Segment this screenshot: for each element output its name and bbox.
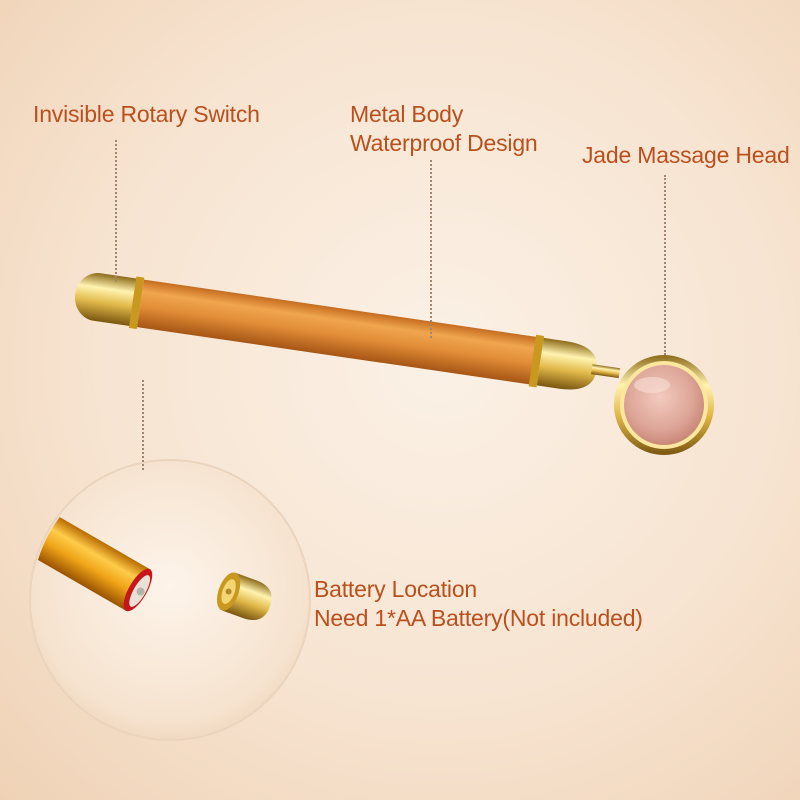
metal-body [137,279,540,385]
callout-line-jade-head [664,175,666,355]
jade-head [614,355,714,455]
label-battery-location: Battery Location [314,576,478,602]
massager-device [75,273,621,390]
callout-line-battery [142,380,144,470]
label-jade-head: Jade Massage Head [582,142,790,168]
battery-inset [29,459,311,741]
callout-line-rotary-switch [115,140,117,282]
callout-line-metal-body [430,160,432,338]
label-battery-requirement: Need 1*AA Battery(Not included) [314,605,643,631]
front-collar [536,337,597,390]
label-waterproof-design: Waterproof Design [350,130,538,156]
label-metal-body: Metal Body [350,101,464,127]
label-rotary-switch: Invisible Rotary Switch [33,101,260,127]
end-cap [75,273,141,327]
